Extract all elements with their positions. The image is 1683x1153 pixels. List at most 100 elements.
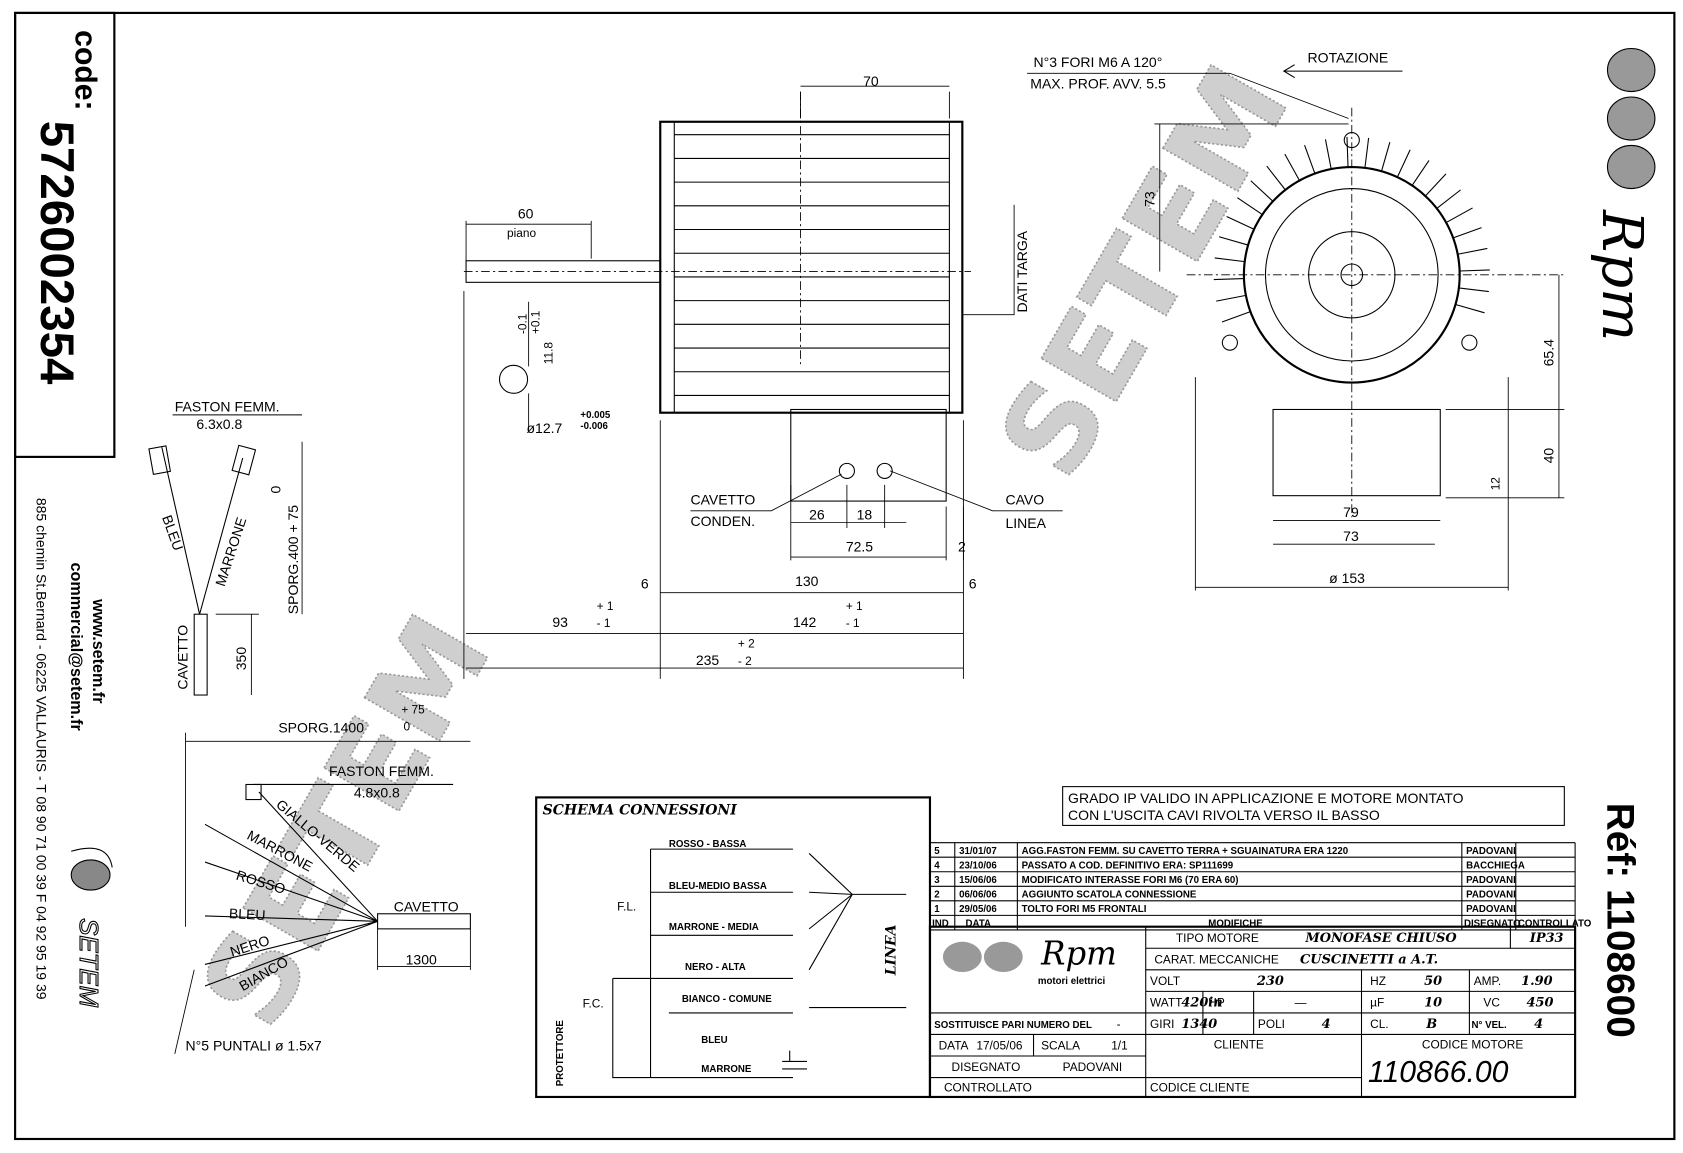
svg-text:DATA: DATA [939, 1039, 969, 1053]
svg-text:MONOFASE CHIUSO: MONOFASE CHIUSO [1304, 931, 1457, 946]
svg-text:N°3 FORI M6 A 120°: N°3 FORI M6 A 120° [1034, 54, 1163, 70]
setem-logo-icon [70, 847, 113, 891]
svg-text:MAX. PROF. AVV. 5.5: MAX. PROF. AVV. 5.5 [1030, 75, 1166, 91]
svg-text:79: 79 [1343, 504, 1359, 520]
svg-text:1340: 1340 [1181, 1017, 1217, 1032]
svg-text:93: 93 [552, 614, 568, 630]
svg-text:B: B [1425, 1017, 1437, 1032]
revision-header-desc: MODIFICHE [1208, 919, 1263, 930]
cavetto-label: CAVETTO [690, 491, 755, 507]
svg-text:F.C.: F.C. [583, 997, 604, 1011]
watermark-text: SETEM [174, 593, 517, 1048]
svg-text:450: 450 [1527, 995, 1554, 1010]
svg-text:235: 235 [696, 652, 720, 668]
rpm-logo: Rpm [1040, 934, 1117, 972]
svg-text:6: 6 [969, 575, 977, 591]
cooling-fin [1364, 137, 1370, 168]
revision-cell-date: 15/06/06 [959, 875, 997, 886]
cooling-fin [1221, 311, 1251, 323]
svg-text:73: 73 [1141, 191, 1157, 207]
revision-cell-desc: PASSATO A COD. DEFINITIVO ERA: SP111699 [1022, 861, 1234, 872]
svg-text:BLEU: BLEU [701, 1035, 727, 1046]
tol: +0.005 [580, 410, 611, 421]
motor-body [659, 120, 964, 414]
svg-text:50: 50 [1424, 974, 1442, 989]
piano-label: piano [507, 226, 536, 240]
cooling-fin [1436, 189, 1461, 209]
svg-text:12: 12 [1489, 477, 1503, 490]
side-view: 70 60 piano DATI TARGA 11.8 -0.1 +0.1 ø1… [463, 73, 1063, 679]
revision-cell-ind: 5 [934, 846, 940, 857]
right-margin: Rpm Réf: 1108600 [1589, 47, 1656, 1038]
title-block: Rpm motori elettrici TIPO MOTORE MONOFAS… [928, 925, 1577, 1099]
cooling-fin [1214, 257, 1245, 263]
svg-text:65.4: 65.4 [1541, 339, 1557, 366]
svg-text:CON L'USCITA CAVI RIVOLTA VERS: CON L'USCITA CAVI RIVOLTA VERSO IL BASSO [1068, 807, 1380, 823]
svg-text:ROSSO - BASSA: ROSSO - BASSA [669, 839, 747, 850]
svg-text:ROTAZIONE: ROTAZIONE [1308, 50, 1389, 66]
dim-11-8: 11.8 [541, 342, 555, 365]
ip-note: GRADO IP VALIDO IN APPLICAZIONE E MOTORE… [1062, 786, 1565, 826]
svg-text:GIRI: GIRI [1150, 1017, 1174, 1031]
cooling-fin [1213, 278, 1244, 281]
svg-text:72.5: 72.5 [846, 539, 873, 555]
tol: -0.1 [515, 313, 529, 334]
svg-text:CONTROLLATO: CONTROLLATO [944, 1081, 1032, 1095]
cooling-fin [1266, 165, 1286, 191]
svg-text:DISEGNATO: DISEGNATO [952, 1060, 1021, 1074]
svg-text:PROTETTORE: PROTETTORE [555, 1020, 566, 1087]
cooling-fin [1237, 197, 1263, 215]
shaft-section [498, 364, 529, 394]
svg-text:CODICE MOTORE: CODICE MOTORE [1422, 1037, 1523, 1051]
terminal-box [790, 408, 947, 502]
website-link[interactable]: www.setem.fr [89, 598, 107, 704]
cooling-fin [1455, 303, 1485, 314]
svg-text:SCHEMA CONNESSIONI: SCHEMA CONNESSIONI [543, 803, 738, 819]
front-terminal-box [1272, 408, 1441, 497]
cooling-fin [1346, 136, 1349, 168]
svg-text:N° VEL.: N° VEL. [1472, 1020, 1507, 1031]
svg-text:73: 73 [1343, 528, 1359, 544]
svg-text:0: 0 [267, 486, 283, 494]
cooling-fin [1381, 142, 1391, 172]
svg-text:10: 10 [1424, 995, 1442, 1010]
front-view: N°3 FORI M6 A 120° MAX. PROF. AVV. 5.5 R… [1027, 50, 1565, 591]
revision-cell-by: PADOVANI [1466, 846, 1516, 857]
svg-text:+ 1: + 1 [597, 599, 614, 613]
svg-text:BLEU: BLEU [159, 513, 187, 553]
cooling-fin [1324, 139, 1332, 170]
revision-cell-by: BACCHIEGA [1466, 861, 1525, 872]
cavo-label: CAVO [1005, 491, 1044, 507]
svg-text:—: — [1295, 995, 1307, 1009]
revision-cell-date: 31/01/07 [959, 846, 997, 857]
svg-text:MARRONE - MEDIA: MARRONE - MEDIA [669, 922, 759, 933]
motor-code: 110866.00 [1368, 1056, 1509, 1089]
cooling-fin [1218, 236, 1249, 246]
svg-text:CL.: CL. [1370, 1017, 1388, 1031]
svg-text:6.3x0.8: 6.3x0.8 [196, 416, 242, 432]
svg-text:- 1: - 1 [597, 616, 611, 630]
svg-text:1/1: 1/1 [1111, 1039, 1128, 1053]
dim-12-7: ø12.7 [526, 420, 562, 436]
rpm-brand-icon [1606, 47, 1656, 190]
svg-text:+ 2: + 2 [738, 637, 755, 651]
email-link[interactable]: commercial@setem.fr [67, 562, 85, 731]
dati-targa-label: DATI TARGA [1014, 230, 1030, 312]
svg-text:HP: HP [1208, 995, 1225, 1009]
svg-text:420in: 420in [1181, 995, 1222, 1010]
svg-text:AMP.: AMP. [1474, 974, 1501, 988]
svg-text:motori elettrici: motori elettrici [1038, 976, 1105, 987]
dim-60: 60 [518, 206, 534, 222]
svg-text:CAVETTO: CAVETTO [175, 625, 191, 690]
cooling-fin [1458, 287, 1489, 293]
svg-text:0: 0 [403, 720, 410, 734]
cooling-fin [1445, 207, 1473, 224]
svg-text:SPORG.1400: SPORG.1400 [278, 720, 364, 736]
svg-text:IP33: IP33 [1529, 931, 1564, 946]
svg-text:230: 230 [1256, 974, 1284, 989]
revision-cell-ind: 1 [934, 904, 940, 915]
svg-text:1300: 1300 [406, 951, 437, 967]
dim-70: 70 [863, 73, 879, 89]
setem-brand: SETEM [74, 918, 102, 1007]
svg-text:BIANCO - COMUNE: BIANCO - COMUNE [682, 994, 772, 1005]
